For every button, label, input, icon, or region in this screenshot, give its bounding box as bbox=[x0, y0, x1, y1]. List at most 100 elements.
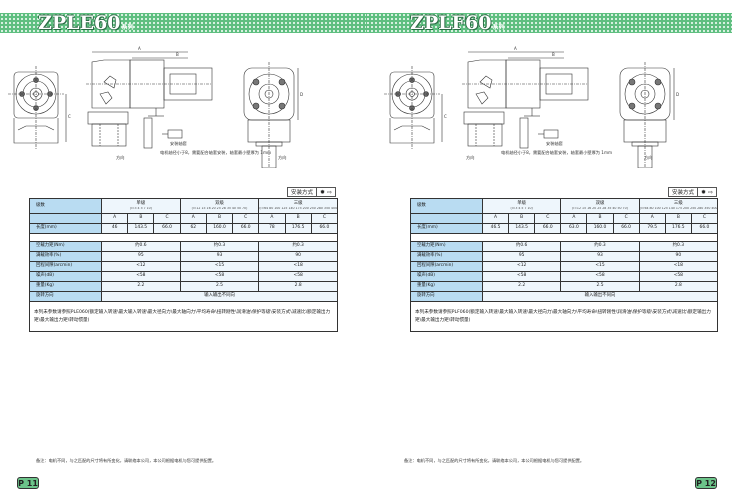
dimension-header: C bbox=[690, 213, 719, 224]
length-value: 143.5 bbox=[127, 223, 155, 234]
stage-name: 三级 bbox=[673, 201, 683, 206]
mount-icons: ✹⇨ bbox=[697, 188, 716, 196]
spec-value: <15 bbox=[179, 261, 260, 272]
stage-ratios: (i=64 80 100 125 140 175 200 250 280 350… bbox=[639, 206, 717, 210]
spec-value: 2.5 bbox=[179, 281, 260, 292]
length-value: 66.0 bbox=[534, 223, 562, 234]
stage-name: 双级 bbox=[215, 201, 224, 206]
length-value: 66.0 bbox=[232, 223, 260, 234]
spec-value: 90 bbox=[638, 251, 719, 262]
direction-label: 方向 bbox=[644, 155, 653, 160]
spec-value: <15 bbox=[560, 261, 640, 272]
series-title: ZPLF60系列 bbox=[410, 12, 504, 34]
spec-value: 95 bbox=[481, 251, 562, 262]
rotation-value: 输入输出不同向 bbox=[482, 291, 718, 302]
stage-header: 三级(i=64 80 100 125 140 175 200 250 280 3… bbox=[258, 198, 338, 214]
stage-ratios: (i=12 15 16 20 25 28 35 40 50 70) bbox=[572, 206, 628, 210]
note-row: 本列未参数请参照PLE060(额定输入转速\最大输入转速\最大径向力\最大轴向力… bbox=[29, 301, 338, 332]
blank-label bbox=[410, 213, 483, 224]
length-value: 66.0 bbox=[153, 223, 181, 234]
dimension-header: C bbox=[534, 213, 562, 224]
length-value: 79.5 bbox=[638, 223, 666, 234]
stage-header: 双级(i=12 15 16 20 25 28 35 40 50 70) bbox=[179, 198, 260, 214]
rotation-row: 旋转方向输入输出不同向 bbox=[29, 291, 338, 302]
length-value: 176.5 bbox=[664, 223, 692, 234]
length-value: 63.0 bbox=[560, 223, 588, 234]
svg-text:D: D bbox=[300, 92, 303, 97]
spec-value: 约0.3 bbox=[560, 241, 640, 252]
header-band bbox=[0, 13, 366, 33]
direction-label: 方向 bbox=[278, 155, 287, 160]
blank-label bbox=[29, 213, 102, 224]
series-title: ZPLE60系列 bbox=[38, 12, 133, 34]
spec-value: 2.2 bbox=[481, 281, 562, 292]
spec-value: <58 bbox=[258, 271, 338, 282]
dimension-header: B bbox=[586, 213, 614, 224]
page-number-badge: P 12 bbox=[695, 477, 717, 489]
svg-text:B: B bbox=[176, 52, 179, 57]
spec-row: 回程间隙(arcmin)<12<15<18 bbox=[29, 261, 338, 272]
stage-ratios: (i=64 80 100 125 140 175 200 250 280 350… bbox=[259, 206, 337, 210]
spec-row: 噪声(dB)<58<58<58 bbox=[29, 271, 338, 282]
dimension-header: B bbox=[664, 213, 692, 224]
spec-note: 本列未参数请参照PLE060(额定输入转速\最大输入转速\最大径向力\最大轴向力… bbox=[29, 301, 338, 332]
dimension-header: A bbox=[258, 213, 286, 224]
svg-text:C: C bbox=[444, 114, 447, 119]
rotation-row: 旋转方向输入输出不同向 bbox=[410, 291, 718, 302]
length-value: 66.0 bbox=[612, 223, 640, 234]
stage-ratios: (i=3 4 5 7 10) bbox=[129, 206, 152, 210]
spec-table: 级数单级(i=3 4 5 7 10)双级(i=12 15 16 20 25 28… bbox=[29, 198, 339, 332]
length-label: 长度(mm) bbox=[29, 223, 102, 234]
spec-label: 满载效率(%) bbox=[29, 251, 102, 262]
stage-header: 单级(i=3 4 5 7 10) bbox=[101, 198, 181, 214]
spec-label: 重量(Kg) bbox=[29, 281, 102, 292]
spec-label: 噪声(dB) bbox=[29, 271, 102, 282]
stage-header-row: 级数单级(i=3 4 5 7 10)双级(i=12 15 16 20 25 28… bbox=[29, 198, 338, 214]
length-value: 62 bbox=[179, 223, 207, 234]
series-title-text: ZPLF60 bbox=[410, 12, 492, 34]
detail-label: 安装轴套 bbox=[546, 141, 563, 146]
dimension-header: C bbox=[232, 213, 260, 224]
stage-ratios: (i=3 4 5 7 10) bbox=[510, 206, 533, 210]
spec-value: 90 bbox=[258, 251, 338, 262]
arrow-box-icon: ⇨ bbox=[708, 188, 714, 196]
detail-label: 安装轴套 bbox=[170, 141, 187, 146]
spec-value: 约0.6 bbox=[481, 241, 562, 252]
dimension-header: A bbox=[179, 213, 207, 224]
spec-value: <18 bbox=[638, 261, 719, 272]
spacer bbox=[410, 233, 718, 242]
spec-value: 约0.6 bbox=[101, 241, 181, 252]
spacer-row bbox=[29, 233, 338, 242]
length-value: 66.0 bbox=[690, 223, 719, 234]
spec-value: 2.5 bbox=[560, 281, 640, 292]
length-value: 46 bbox=[100, 223, 129, 234]
dimension-header: A bbox=[100, 213, 129, 224]
spec-value: 2.8 bbox=[258, 281, 338, 292]
stage-ratios: (i=12 15 16 20 25 28 35 40 50 70) bbox=[191, 206, 248, 210]
mount-method-label: 安装方式 bbox=[291, 190, 314, 196]
spec-table: 级数单级(i=3 4 5 7 10)双级(i=12 15 16 20 25 28… bbox=[410, 198, 719, 332]
spec-value: 2.2 bbox=[101, 281, 181, 292]
svg-text:B: B bbox=[552, 52, 555, 57]
length-value: 46.5 bbox=[481, 223, 510, 234]
series-suffix: 系列 bbox=[492, 24, 505, 31]
stage-header: 三级(i=64 80 100 125 140 175 200 250 280 3… bbox=[638, 198, 719, 214]
note-row: 本列未参数请参照PLF060(额定输入转速\最大输入转速\最大径向力\最大轴向力… bbox=[410, 301, 718, 332]
dimension-header: A bbox=[638, 213, 666, 224]
spec-label: 重量(Kg) bbox=[410, 281, 483, 292]
spec-label: 空载力矩(Nm) bbox=[29, 241, 102, 252]
length-value: 78 bbox=[258, 223, 286, 234]
stage-name: 单级 bbox=[136, 201, 146, 206]
spec-row: 噪声(dB)<58<58<58 bbox=[410, 271, 719, 282]
